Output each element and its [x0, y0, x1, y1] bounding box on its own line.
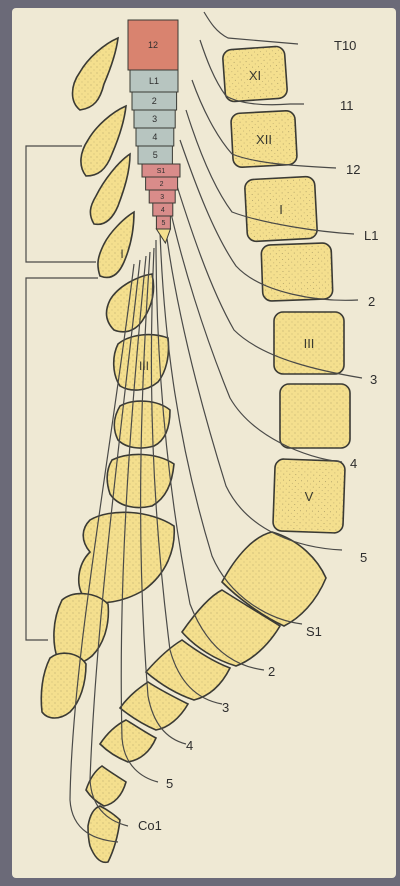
- nerve-label-5: 2: [368, 294, 375, 309]
- cord-segment-2: L1: [130, 70, 178, 92]
- nerve-label-4: L1: [364, 228, 378, 243]
- vertebra-numeral: III: [139, 359, 149, 373]
- cord-segment-label: 4: [161, 207, 165, 214]
- cord-segment-label: 5: [153, 150, 158, 160]
- cord-segment-11: 5: [156, 216, 170, 229]
- nerve-label-7: 4: [350, 456, 357, 471]
- cord-segment-10: 4: [153, 203, 173, 216]
- vertebral-body-4: [261, 243, 333, 301]
- cord-segment-3: 2: [132, 92, 177, 110]
- nerve-label-9: S1: [306, 624, 322, 639]
- vertebral-body-6: [280, 384, 350, 448]
- vertebra-numeral: I: [120, 247, 123, 261]
- cord-segment-8: 2: [146, 177, 178, 190]
- cord-segment-7: S1: [142, 164, 180, 177]
- nerve-label-11: 3: [222, 700, 229, 715]
- cord-segment-label: 3: [160, 194, 164, 201]
- cord-segment-6: 5: [138, 146, 172, 164]
- nerve-label-13: 5: [166, 776, 173, 791]
- cord-segment-label: S1: [157, 168, 166, 175]
- vertebra-numeral: I: [279, 202, 283, 217]
- nerve-label-8: 5: [360, 550, 367, 565]
- nerve-label-6: 3: [370, 372, 377, 387]
- cord-segment-1: 12: [128, 20, 178, 70]
- vertebra-numeral: XI: [249, 68, 261, 83]
- nerve-label-10: 2: [268, 664, 275, 679]
- nerve-label-1: T10: [334, 38, 356, 53]
- cord-segment-9: 3: [149, 190, 175, 203]
- cord-segment-label: 12: [148, 40, 158, 50]
- cord-segment-4: 3: [134, 110, 175, 128]
- vertebra-numeral: III: [304, 336, 315, 351]
- nerve-label-3: 12: [346, 162, 360, 177]
- vertebra-numeral: XII: [256, 132, 272, 147]
- nerve-label-14: Co1: [138, 818, 162, 833]
- cord-segment-label: 4: [152, 132, 157, 142]
- vertebra-numeral: V: [305, 489, 314, 504]
- cord-segment-label: 2: [152, 96, 157, 106]
- nerve-label-12: 4: [186, 738, 193, 753]
- cord-segment-label: 3: [152, 114, 157, 124]
- cord-segment-label: L1: [149, 76, 159, 86]
- cord-segment-label: 2: [160, 181, 164, 188]
- nerve-label-2: 11: [340, 98, 354, 113]
- cord-segment-label: 5: [161, 220, 165, 227]
- cord-segment-5: 4: [136, 128, 174, 146]
